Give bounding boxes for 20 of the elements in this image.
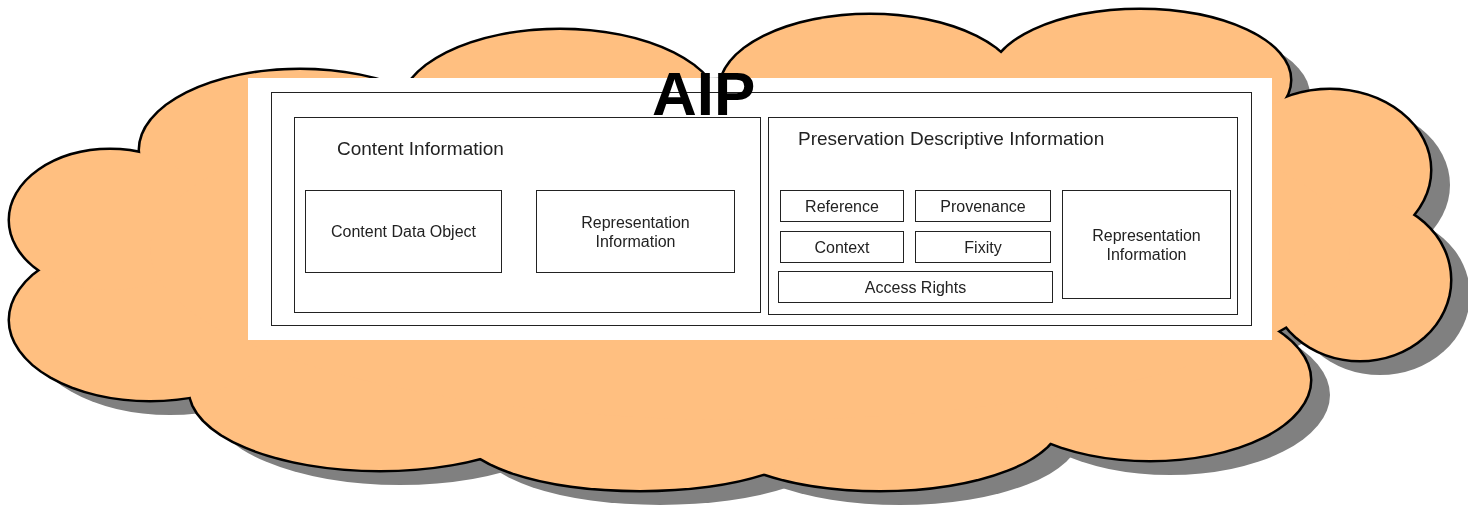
item-box bbox=[780, 231, 904, 263]
item-box bbox=[915, 190, 1051, 222]
item-label: Fixity bbox=[963, 237, 1003, 257]
item-label: Content Data Object bbox=[330, 222, 477, 241]
item-box bbox=[780, 190, 904, 222]
item-box bbox=[915, 231, 1051, 263]
item-box bbox=[1062, 190, 1231, 299]
item-label: Provenance bbox=[939, 196, 1027, 216]
section-box bbox=[294, 117, 761, 313]
item-label: Context bbox=[813, 237, 871, 257]
item-label: Reference bbox=[804, 196, 880, 216]
item-box bbox=[778, 271, 1053, 303]
item-label: Access Rights bbox=[863, 277, 968, 297]
item-label: Representation Information bbox=[580, 212, 691, 251]
item-label: Representation Information bbox=[1091, 225, 1202, 264]
section-heading: Content Information bbox=[337, 138, 504, 160]
item-box bbox=[536, 190, 735, 273]
section-heading: Preservation Descriptive Information bbox=[798, 128, 1106, 150]
item-box bbox=[305, 190, 502, 273]
section-box bbox=[768, 117, 1238, 315]
